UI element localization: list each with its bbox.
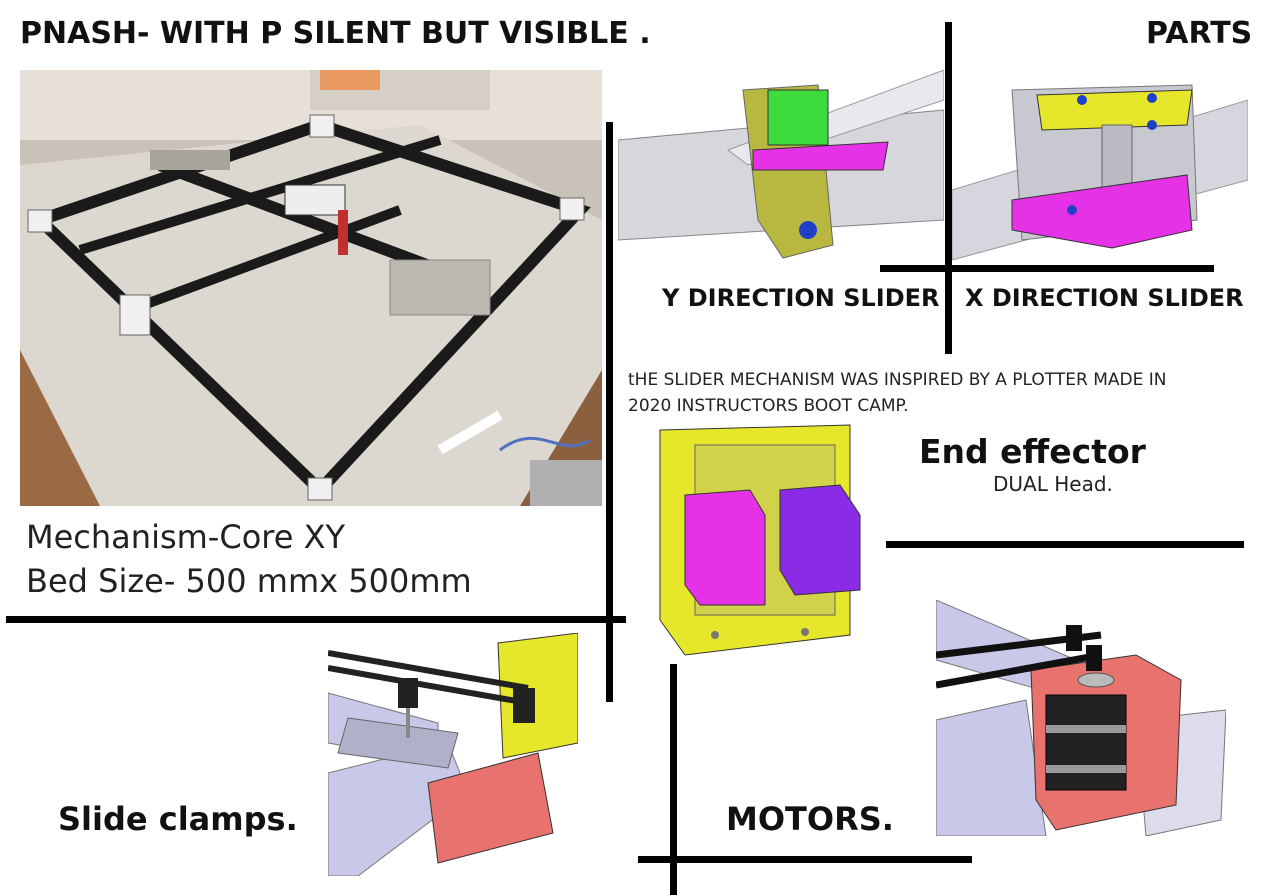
parts-label: PARTS [1146,16,1253,51]
end-effector-title: End effector [919,432,1146,471]
motors-render [936,600,1226,836]
end-effector-render [655,420,865,660]
y-direction-slider-render: . [618,70,944,260]
divider-motors-horizontal [638,856,972,863]
x-direction-slider-label: X DIRECTION SLIDER [965,284,1244,312]
y-direction-slider-label: Y DIRECTION SLIDER [662,284,940,312]
end-effector-subtitle: DUAL Head. [993,472,1113,496]
divider-motors-vertical [670,664,677,895]
slide-clamps-render [328,633,578,876]
divider-photo-right [606,122,613,702]
divider-end-effector [886,541,1244,548]
inspiration-note-line1: tHE SLIDER MECHANISM WAS INSPIRED BY A P… [628,370,1167,390]
motors-label: MOTORS. [726,800,894,838]
divider-photo-bottom [6,616,626,623]
core-xy-photo [20,70,602,506]
inspiration-note-line2: 2020 INSTRUCTORS BOOT CAMP. [628,396,909,416]
divider-parts-horizontal [880,265,1214,272]
x-direction-slider-render [952,70,1248,260]
svg-text:.: . [620,133,622,140]
photo-caption-mechanism: Mechanism-Core XY [26,518,346,556]
divider-parts-vertical [945,22,952,354]
slide-clamps-label: Slide clamps. [58,800,298,838]
page-title: PNASH- WITH P SILENT BUT VISIBLE . [20,16,651,51]
photo-caption-bed-size: Bed Size- 500 mmx 500mm [26,562,472,600]
